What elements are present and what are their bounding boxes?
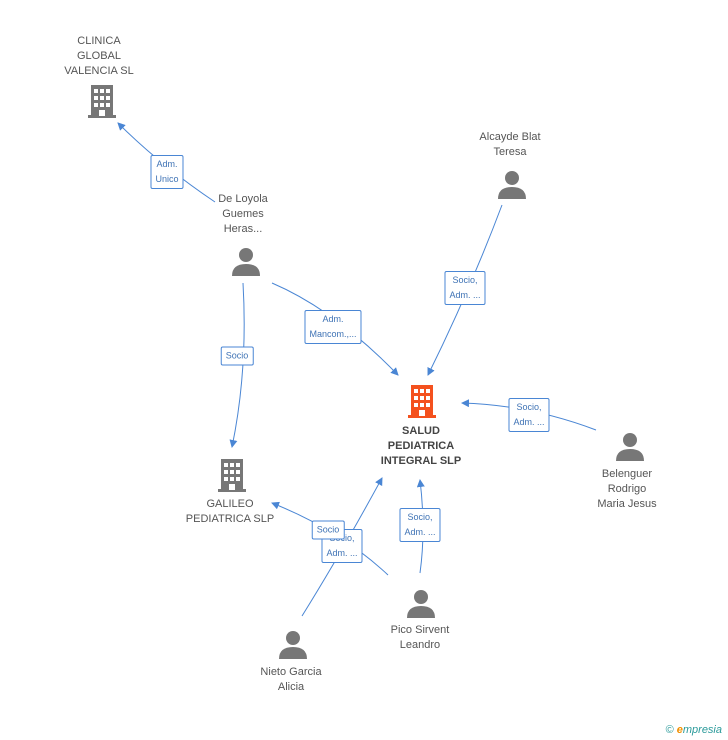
edge-loyola-galileo [229,282,245,448]
copyright-icon: © [665,724,674,736]
building-icon[interactable] [216,458,248,492]
person-icon[interactable] [406,588,436,618]
person-icon[interactable] [231,246,261,276]
node-label-clinica[interactable]: CLINICA GLOBAL VALENCIA SL [64,35,134,77]
edge-label-belenguer-salud[interactable]: Socio, Adm. ... [508,398,550,432]
edge-label-loyola-galileo[interactable]: Socio [220,346,254,366]
building-icon[interactable] [406,384,438,418]
node-label-belenguer[interactable]: Belenguer Rodrigo Maria Jesus [597,468,657,510]
brand-logo-initial: e [676,724,683,736]
edge-label-loyola-salud[interactable]: Adm. Mancom.,... [304,310,362,344]
edge-label-alcayde-salud[interactable]: Socio, Adm. ... [444,271,486,305]
node-label-pico[interactable]: Pico Sirvent Leandro [390,624,450,651]
node-label-alcayde[interactable]: Alcayde Blat Teresa [479,131,541,158]
edge-label-pico-galileo[interactable]: Socio [311,520,345,540]
edge-label-nieto-salud[interactable]: Socio, Adm. ... [321,529,363,563]
person-icon[interactable] [615,431,645,461]
brand-logo-text: mpresia [682,724,722,736]
brand-footer: ©empresia [666,724,722,736]
edge-label-loyola-clinica[interactable]: Adm. Unico [150,155,184,189]
person-icon[interactable] [278,629,308,659]
node-label-nieto[interactable]: Nieto Garcia Alicia [260,666,322,693]
node-label-salud[interactable]: SALUD PEDIATRICA INTEGRAL SLP [380,425,462,467]
edge-label-pico-salud[interactable]: Socio, Adm. ... [399,508,441,542]
node-label-galileo[interactable]: GALILEO PEDIATRICA SLP [185,498,275,525]
person-icon[interactable] [497,169,527,199]
building-icon[interactable] [86,84,118,118]
node-label-loyola[interactable]: De Loyola Guemes Heras... [218,193,268,235]
